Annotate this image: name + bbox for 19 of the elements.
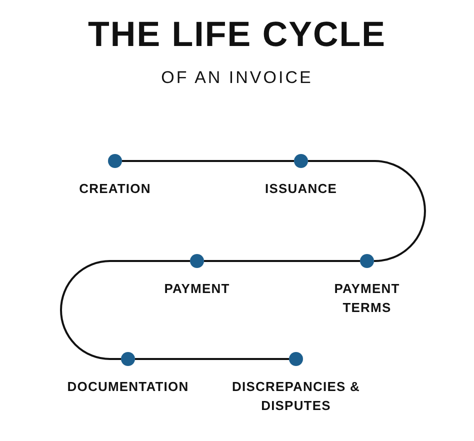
step-dot xyxy=(121,352,135,366)
step-label: PAYMENT xyxy=(163,280,231,298)
step-label: DISCREPANCIES & DISPUTES xyxy=(231,378,361,415)
subtitle: OF AN INVOICE xyxy=(160,68,314,88)
step-dot xyxy=(108,154,122,168)
title: THE LIFE CYCLE xyxy=(87,14,387,56)
connector-line xyxy=(308,160,426,262)
connector-line xyxy=(204,260,360,262)
step-label: PAYMENT TERMS xyxy=(333,280,401,317)
step-dot xyxy=(360,254,374,268)
step-dot xyxy=(289,352,303,366)
step-label: DOCUMENTATION xyxy=(66,378,190,396)
connector-line xyxy=(135,358,289,360)
step-dot xyxy=(294,154,308,168)
step-label: ISSUANCE xyxy=(264,180,338,198)
connector-line xyxy=(60,260,190,360)
connector-line xyxy=(122,160,294,162)
step-dot xyxy=(190,254,204,268)
step-label: CREATION xyxy=(78,180,152,198)
